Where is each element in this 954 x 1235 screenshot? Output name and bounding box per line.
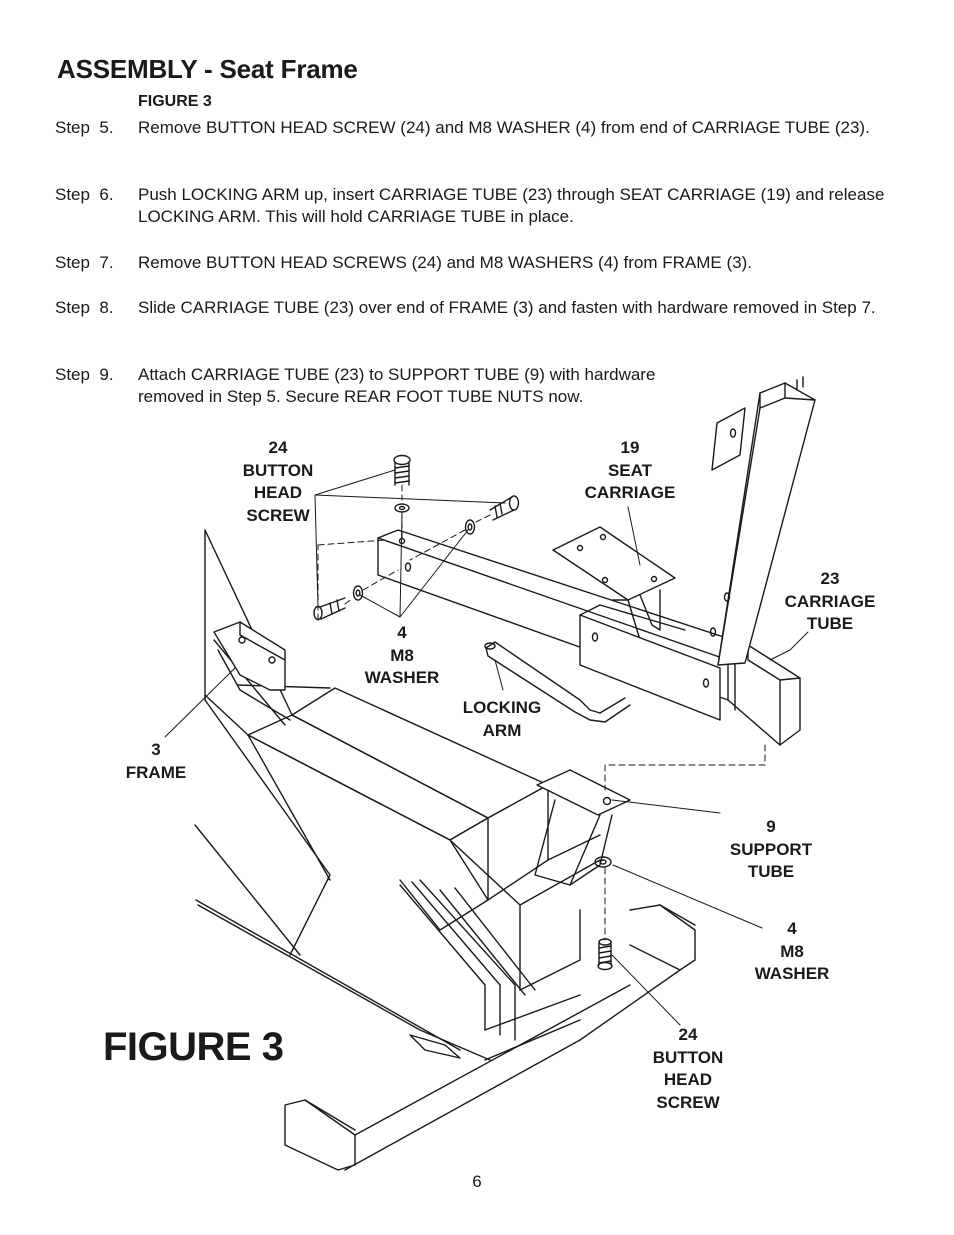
step-label: Step 8. bbox=[55, 298, 114, 317]
support-tube bbox=[534, 769, 631, 886]
step-label: Step 7. bbox=[55, 253, 114, 272]
rear-foot-tube bbox=[284, 904, 696, 1171]
step-text-line: removed in Step 5. Secure REAR FOOT TUBE… bbox=[138, 387, 584, 406]
figure-reference: FIGURE 3 bbox=[138, 93, 212, 110]
step-text-line: Attach CARRIAGE TUBE (23) to SUPPORT TUB… bbox=[138, 365, 656, 384]
step-text: Push LOCKING ARM up, insert CARRIAGE TUB… bbox=[138, 185, 885, 226]
left-screw-icon bbox=[313, 597, 346, 621]
top-washer-hole bbox=[398, 505, 406, 511]
frame-ribs bbox=[399, 879, 581, 1061]
page-title: ASSEMBLY - Seat Frame bbox=[57, 54, 358, 84]
figure-label: FIGURE 3 bbox=[103, 1025, 284, 1069]
right-washer-icon bbox=[464, 519, 476, 535]
step-label: Step 9. bbox=[55, 365, 114, 384]
step-label: Step 6. bbox=[55, 185, 114, 204]
locking-arm bbox=[484, 641, 631, 723]
left-washer-hole bbox=[355, 589, 361, 597]
alignment-lines bbox=[317, 484, 766, 941]
page-number: 6 bbox=[472, 1172, 482, 1191]
seat-carriage bbox=[552, 526, 721, 721]
frame-end-bracket bbox=[213, 621, 286, 691]
upright-post bbox=[709, 376, 816, 666]
frame-body bbox=[194, 529, 601, 1061]
step-text: Remove BUTTON HEAD SCREW (24) and M8 WAS… bbox=[138, 118, 870, 137]
bottom-screw-icon bbox=[597, 938, 613, 971]
step-label: Step 5. bbox=[55, 118, 114, 137]
right-washer-hole bbox=[467, 523, 473, 531]
step-text: Slide CARRIAGE TUBE (23) over end of FRA… bbox=[138, 298, 876, 317]
step-text: Remove BUTTON HEAD SCREWS (24) and M8 WA… bbox=[138, 253, 752, 272]
leader-lines bbox=[164, 469, 809, 1026]
left-washer-icon bbox=[352, 585, 364, 601]
step-text: Attach CARRIAGE TUBE (23) to SUPPORT TUB… bbox=[138, 364, 738, 408]
top-screw-icon bbox=[393, 454, 411, 486]
top-washer-icon bbox=[394, 503, 410, 513]
right-screw-icon bbox=[489, 495, 520, 521]
frame-front-plate bbox=[204, 529, 291, 726]
